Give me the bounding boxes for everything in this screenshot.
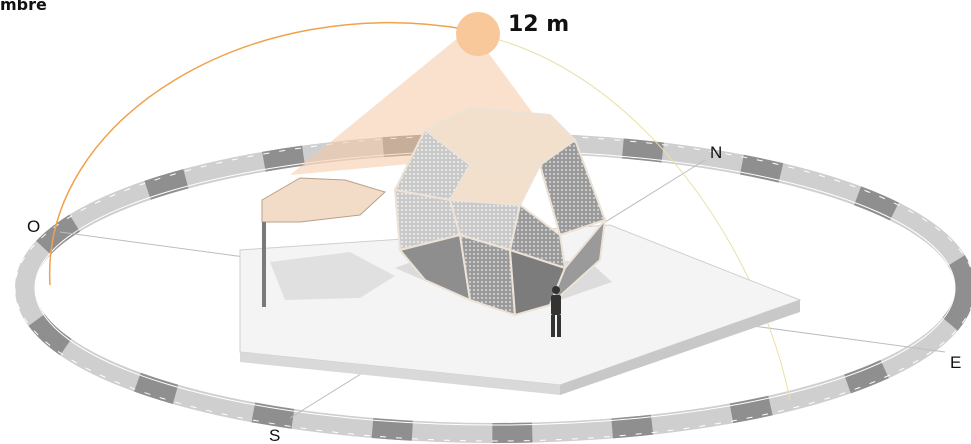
sun-path-arc-east bbox=[479, 34, 791, 401]
canopy bbox=[261, 177, 386, 307]
sun-icon bbox=[456, 12, 500, 56]
dome-pavilion bbox=[393, 106, 607, 317]
month-label: mbre bbox=[0, 0, 47, 14]
canopy-shadow bbox=[270, 252, 395, 300]
compass-south-label: S bbox=[269, 426, 280, 444]
sun-path-arc bbox=[49, 21, 471, 286]
compass-north-label: N bbox=[710, 143, 722, 162]
person-figure bbox=[551, 286, 561, 337]
compass-east-label: E bbox=[950, 353, 961, 372]
compass-west-label: O bbox=[27, 217, 40, 236]
sun-height-label: 12 m bbox=[508, 12, 569, 37]
